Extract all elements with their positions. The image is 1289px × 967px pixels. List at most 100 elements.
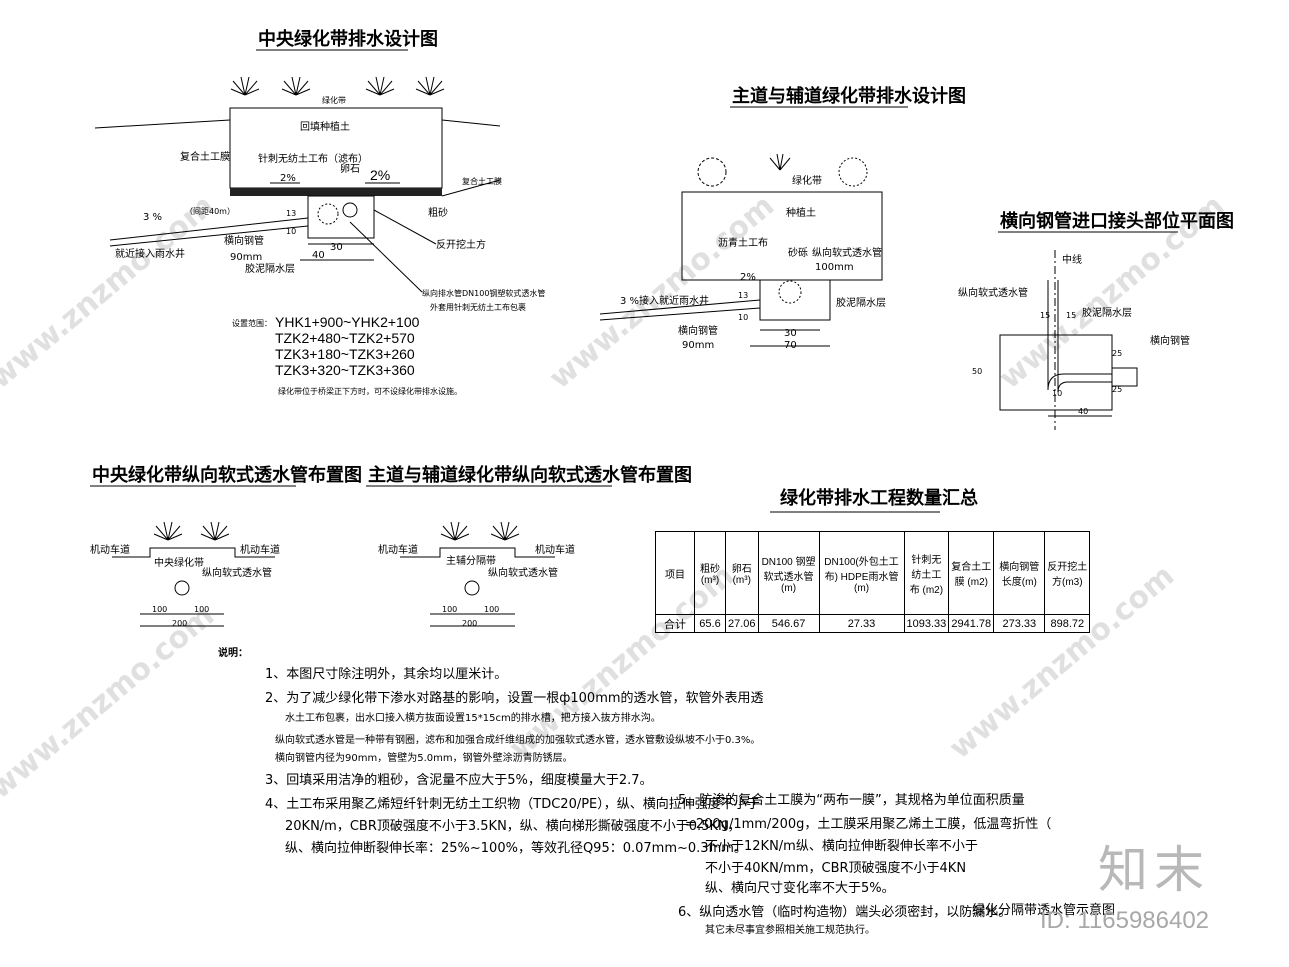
note-item: =200g/1mm/200g，土工膜采用聚乙烯土工膜，低温弯折性（	[685, 817, 1052, 832]
dim3-50: 50	[972, 367, 982, 376]
notes-heading: 说明：	[218, 648, 248, 659]
table-cell: 273.33	[993, 614, 1046, 633]
pipe-icon	[778, 280, 802, 304]
drawing1-title: 中央绿化带排水设计图	[258, 28, 438, 50]
dim2-10: 10	[738, 313, 748, 322]
table-cell: 1093.33	[903, 614, 950, 633]
dim3-25b: 25	[1112, 385, 1122, 394]
table-header-cell: 复合土工膜 (m2)	[948, 531, 995, 615]
needle-fabric-label: 针刺无纺土工布（滤布）	[258, 152, 368, 165]
note-item: 3、回填采用洁净的粗砂，含泥量不应大于5%，细度模量大于2.7。	[265, 773, 653, 788]
dim2-13: 13	[738, 291, 748, 300]
id-label: ID: 1165986402	[1040, 907, 1210, 934]
drawing-central-layout: 中央绿化带纵向软式透水管布置图 机动车道 机动车道 中央绿化带 纵向软式透水管 …	[90, 464, 362, 628]
drawing-joint-plan: 横向钢管进口接头部位平面图 中线 纵向软式透水管 胶泥隔水层 横向钢管 15 1…	[958, 210, 1234, 430]
note-item: 6、纵向透水管（临时构造物）端头必须密封，以防漏水。	[678, 905, 1012, 920]
dim5-100b: 100	[484, 605, 499, 614]
note-item: 不小于12KN/m纵、横向拉伸断裂伸长率不小于	[705, 839, 978, 854]
gravel-label: 砂砾	[788, 246, 808, 259]
excavate-label: 反开挖土方	[436, 238, 486, 251]
drawing4-title: 中央绿化带纵向软式透水管布置图	[92, 464, 362, 486]
table-header-cell: DN100 钢塑软式透水管(m)	[757, 531, 820, 615]
centerline-label: 中线	[1062, 253, 1082, 266]
table-header-row: 项目 粗砂 (m³) 卵石 (m³) DN100 钢塑软式透水管(m) DN10…	[655, 531, 1091, 615]
note-item: 横向钢管内径为90mm，管壁为5.0mm，钢管外壁涂沥青防锈层。	[275, 753, 573, 764]
pipe4-label: 纵向软式透水管	[202, 566, 272, 579]
pipe2-90mm-label: 90mm	[682, 340, 714, 351]
note-item: 纵向软式透水管是一种带有钢圈，滤布和加强合成纤维组成的加强软式透水管，透水管敷设…	[275, 735, 761, 746]
pipe5-label: 纵向软式透水管	[488, 566, 558, 579]
greenbelt2-label: 绿化带	[792, 174, 822, 187]
plant-icon	[153, 521, 230, 541]
divider-belt-label: 主辅分隔带	[446, 554, 496, 567]
drawing2-title: 主道与辅道绿化带排水设计图	[732, 85, 966, 107]
table-cell: 898.72	[1044, 614, 1091, 633]
plant-icon	[697, 153, 868, 187]
dim2-30: 30	[784, 328, 797, 339]
setup-label: 设置范围：	[232, 318, 272, 328]
dim3-40: 40	[1078, 407, 1088, 416]
mortar-label: 胶泥隔水层	[245, 262, 295, 275]
bridge-note: 绿化带位于桥梁正下方时，可不设绿化带排水设施。	[278, 386, 462, 396]
slope3-well-label: 3 %接入就近雨水井	[620, 294, 709, 307]
lane-left-label: 机动车道	[90, 543, 130, 556]
dim3-25a: 25	[1112, 349, 1122, 358]
soft-pipe3-label: 纵向软式透水管	[958, 286, 1028, 299]
geotextile-right-label: 复合土工膜	[462, 176, 502, 186]
lane-right-label: 机动车道	[240, 543, 280, 556]
lane-right2-label: 机动车道	[535, 543, 575, 556]
range-1: YHK1+900~YHK2+100	[275, 314, 420, 330]
note-item: 纵、横向拉伸断裂伸长率：25%~100%，等效孔径Q95：0.07mm~0.3m…	[285, 841, 747, 856]
steel-pipe-label: 横向钢管	[224, 234, 264, 247]
drawing-central-greenbelt: 中央绿化带排水设计图 绿化带 回填种植土 复合土工膜 针刺无纺土工布（滤布） 卵…	[94, 28, 545, 396]
lane-left2-label: 机动车道	[378, 543, 418, 556]
slope-big-label: 2%	[370, 167, 390, 183]
caption: 绿化分隔带透水管示意图	[972, 902, 1115, 918]
dim5-100a: 100	[442, 605, 457, 614]
backfill-label: 回填种植土	[300, 120, 350, 133]
table-cell: 27.06	[725, 614, 759, 633]
table-header-cell: 反开挖土 方(m3)	[1044, 531, 1091, 615]
table-cell: 546.67	[757, 614, 820, 633]
slope2-label: 2%	[740, 272, 756, 283]
greenbelt-label: 绿化带	[322, 95, 346, 105]
drawing-main-aux-layout: 主道与辅道绿化带纵向软式透水管布置图 机动车道 机动车道 主辅分隔带 纵向软式透…	[366, 464, 692, 628]
drawing3-title: 横向钢管进口接头部位平面图	[1000, 210, 1234, 232]
table-header-cell: DN100(外包土工布) HDPE雨水管(m)	[818, 531, 905, 615]
pebble-label: 卵石	[340, 163, 360, 175]
steel-pipe2-label: 横向钢管	[678, 324, 718, 337]
dim3-10: 10	[1052, 389, 1062, 398]
dim3-15a: 15	[1040, 311, 1050, 320]
dim4-100a: 100	[152, 605, 167, 614]
asphalt-label: 沥青土工布	[718, 236, 768, 249]
dim-13: 13	[286, 209, 296, 218]
table-cell: 27.33	[818, 614, 905, 633]
geomembrane-layer	[230, 188, 442, 196]
range-3: TZK3+180~TZK3+260	[275, 346, 415, 362]
pipe-90mm-label: 90mm	[230, 252, 262, 263]
note-item: 水土工布包裹，出水口接入横方抜面设置15*15cm的排水槽，把方接入抜方排水沟。	[285, 713, 661, 724]
drawing-main-aux-greenbelt: 主道与辅道绿化带排水设计图 绿化带 种植土 沥青土工布 砂砾 纵向软式透水管 1…	[599, 85, 966, 351]
soft-pipe2-label: 纵向软式透水管	[812, 246, 882, 259]
central-belt-label: 中央绿化带	[154, 556, 204, 569]
planting-soil-label: 种植土	[786, 206, 816, 219]
note-item: 不小于40KN/mm，CBR顶破强度不小于4KN	[705, 861, 967, 876]
slope-3-label: 3 %	[143, 212, 162, 223]
dim4-100b: 100	[194, 605, 209, 614]
table-cell: 2941.78	[948, 614, 995, 633]
dn100-sub-label: 外套用针刺无纺土工布包裹	[430, 302, 526, 312]
dim5-200: 200	[462, 619, 477, 628]
spacing-label: （间距40m）	[185, 207, 235, 216]
table-header-cell: 粗砂 (m³)	[694, 531, 726, 615]
site-logo: 知末	[1098, 841, 1210, 899]
note-item: 纵、横向尺寸变化率不大于5%。	[705, 881, 895, 896]
steel-pipe3-label: 横向钢管	[1150, 334, 1190, 347]
nearby-well-label: 就近接入雨水井	[115, 247, 185, 260]
table-cell: 65.6	[694, 614, 726, 633]
plant-icon	[440, 521, 520, 541]
range-2: TZK2+480~TZK2+570	[275, 330, 415, 346]
dim-30: 30	[330, 242, 343, 253]
drawing5-title: 主道与辅道绿化带纵向软式透水管布置图	[368, 464, 692, 486]
